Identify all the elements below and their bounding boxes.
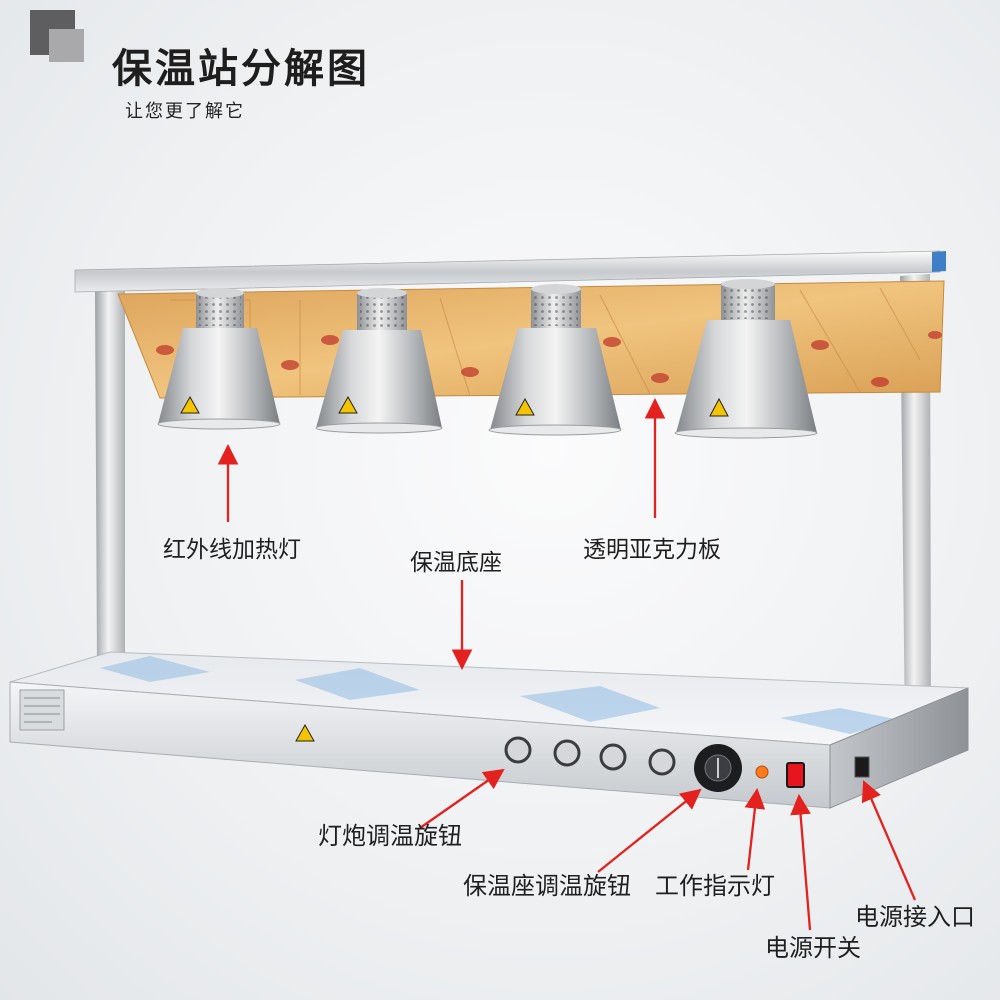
- bulb-temp-knobs: [504, 736, 676, 776]
- panel-print-mark: [461, 367, 479, 377]
- warning-triangle-icon: [515, 397, 535, 416]
- red-arrow-icon: [744, 787, 766, 871]
- panel-film-line: [799, 289, 861, 393]
- base-right-face: [829, 687, 969, 809]
- warning-triangle-icon: [338, 395, 358, 414]
- page-title: 保温站分解图: [112, 46, 370, 92]
- bulb-knob-1[interactable]: [504, 736, 532, 764]
- bulb-knob-2[interactable]: [553, 739, 581, 767]
- red-arrow-icon: [861, 780, 917, 901]
- label-warming-base: 保温底座: [410, 550, 502, 576]
- bulb-knob-4[interactable]: [648, 748, 676, 776]
- panel-film-line: [439, 297, 471, 397]
- base-film-logos: [100, 656, 900, 734]
- heat-lamp-3: [488, 284, 622, 436]
- base-film-logo: [100, 656, 210, 682]
- warning-triangle-icon: [709, 397, 729, 417]
- power-inlet[interactable]: [854, 756, 870, 778]
- label-bulb-temp-knob: 灯炮调温旋钮: [318, 822, 462, 850]
- panel-print-mark: [871, 377, 889, 387]
- heat-lamp-1: [157, 288, 281, 430]
- red-arrow-icon: [419, 768, 505, 829]
- panel-print-marks: [156, 331, 942, 387]
- panel-film-line: [599, 294, 651, 395]
- panel-print-mark: [603, 337, 621, 347]
- page-subtitle: 让您更了解它: [125, 101, 245, 122]
- label-power-inlet: 电源接入口: [855, 903, 975, 931]
- lamp-neck-vents: [360, 296, 404, 328]
- lamp-neck-vents: [534, 292, 578, 326]
- base-temp-dial[interactable]: [694, 744, 742, 792]
- left-post: [95, 288, 125, 664]
- lamp-rim: [674, 427, 818, 439]
- lamp-neck-top: [721, 279, 775, 289]
- warning-triangle-icon: [295, 723, 315, 742]
- lamp-shade: [676, 320, 817, 433]
- indicator-light: [755, 765, 769, 779]
- heat-lamp-4: [674, 279, 818, 439]
- heat-lamp-2: [315, 288, 443, 434]
- label-base-temp-knob: 保温座调温旋钮: [463, 872, 631, 900]
- lamp-neck-top: [531, 284, 581, 294]
- bulb-knob-3[interactable]: [599, 743, 627, 771]
- warning-triangle-icon: [180, 395, 200, 414]
- panel-print-mark: [928, 331, 942, 339]
- lamp-rim: [488, 424, 622, 436]
- panel-print-mark: [651, 373, 669, 383]
- panel-print-mark: [281, 360, 299, 370]
- label-power-switch: 电源开关: [765, 934, 861, 962]
- power-switch[interactable]: [786, 762, 805, 788]
- lamp-neck-top: [357, 288, 407, 298]
- label-indicator-light: 工作指示灯: [655, 872, 775, 900]
- callout-arrows: [217, 397, 917, 931]
- label-acrylic-panel: 透明亚克力板: [583, 537, 721, 563]
- top-bar-body: [74, 250, 941, 293]
- lamp-neck-vents: [199, 296, 241, 326]
- rating-plate-lines: [24, 697, 60, 723]
- lamp-neck-top: [196, 288, 244, 298]
- base-film-logo: [295, 668, 420, 700]
- red-arrow-icon: [790, 793, 812, 931]
- lamp-rim: [315, 422, 443, 434]
- logo-light-square: [49, 29, 84, 62]
- panel-film-lines: [170, 287, 921, 397]
- top-bar: [74, 250, 946, 293]
- warming-base: [9, 651, 969, 809]
- lamp-rim: [157, 418, 281, 430]
- panel-film-line: [879, 287, 921, 361]
- rating-plate: [19, 689, 65, 731]
- panel-print-mark: [156, 345, 174, 355]
- panel-print-mark: [811, 340, 829, 350]
- red-arrow-icon: [597, 788, 702, 873]
- logo-squares-icon: [30, 10, 84, 62]
- lamp-neck-vents: [724, 287, 772, 319]
- base-film-logo: [780, 708, 900, 734]
- panel-print-mark: [321, 335, 339, 345]
- label-infrared-lamp: 红外线加热灯: [163, 537, 301, 563]
- top-bar-blue-sticker: [932, 251, 946, 272]
- base-film-logo: [520, 686, 660, 722]
